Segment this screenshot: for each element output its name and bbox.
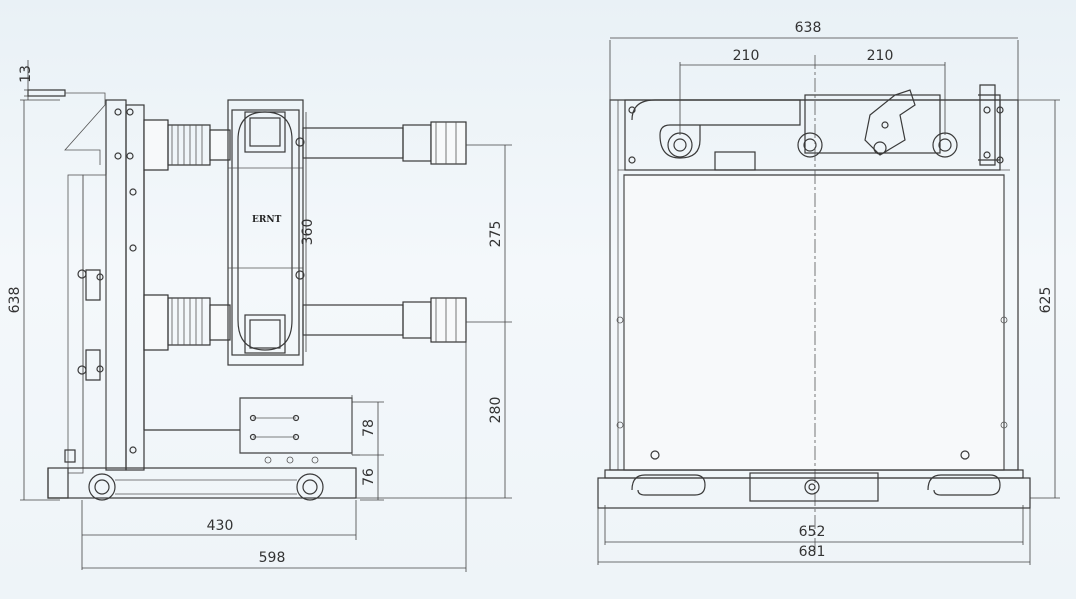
dim-638-side: 638 xyxy=(7,287,23,314)
dim-681: 681 xyxy=(799,544,826,560)
dim-78: 78 xyxy=(361,419,377,437)
dim-598: 598 xyxy=(259,550,286,566)
pole-marking: ERNT xyxy=(252,215,282,225)
dim-210-left: 210 xyxy=(733,48,760,64)
side-view-dimensions: 13 638 360 275 280 78 76 430 598 xyxy=(7,60,512,572)
front-view-dimensions: 638 210 210 625 652 681 xyxy=(597,20,1060,565)
dim-430: 430 xyxy=(207,518,234,534)
side-view: ERNT xyxy=(27,89,467,501)
front-view xyxy=(597,55,1031,555)
dim-275: 275 xyxy=(488,221,504,248)
dim-76: 76 xyxy=(361,468,377,486)
dim-280: 280 xyxy=(488,397,504,424)
dim-13: 13 xyxy=(18,65,34,83)
dim-652: 652 xyxy=(799,524,826,540)
dim-360: 360 xyxy=(300,219,316,246)
dim-638-front: 638 xyxy=(795,20,822,36)
dim-625: 625 xyxy=(1038,287,1054,314)
dim-210-right: 210 xyxy=(867,48,894,64)
